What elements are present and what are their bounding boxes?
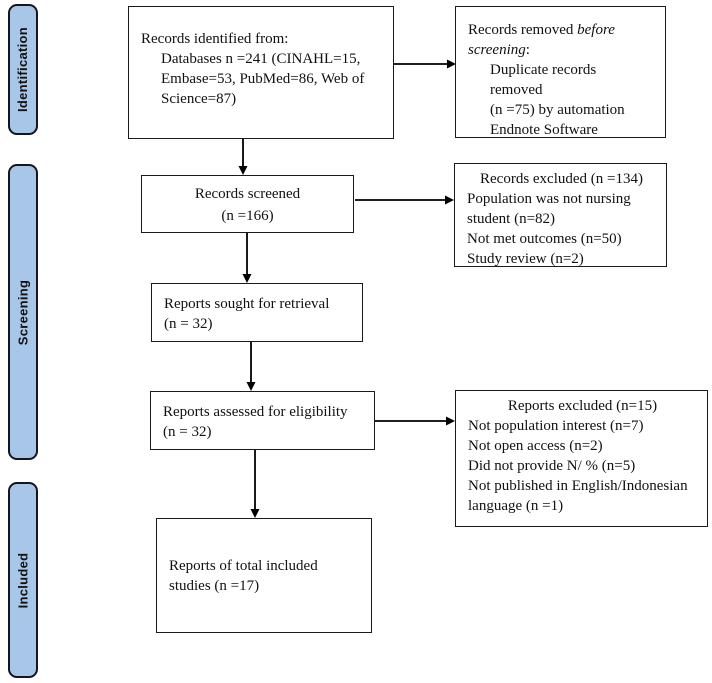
reports-excluded-title: Reports excluded (n=15) [507, 398, 658, 414]
arrow-identified-to-screened [238, 139, 248, 175]
records-screened-box: Records screened(n =166) [141, 175, 354, 233]
records-excluded-box: Records excluded (n =134) Population was… [454, 163, 667, 267]
reports-assessed-box: Reports assessed for eligibility(n = 32) [150, 391, 375, 450]
stage-included-label: Included [15, 552, 31, 608]
stage-included: Included [8, 482, 38, 678]
arrow-screened-to-sought [242, 233, 252, 283]
stage-identification-label: Identification [15, 26, 31, 113]
records-identified-title: Records identified from: [141, 31, 289, 47]
records-identified-details: Databases n =241 (CINAHL=15,Embase=53, P… [161, 51, 365, 107]
arrow-identified-to-removed [394, 59, 456, 69]
arrow-sought-to-assessed [246, 342, 256, 391]
arrow-assessed-to-included [250, 450, 260, 518]
records-excluded-title: Records excluded (n =134) [480, 171, 643, 187]
stage-identification: Identification [8, 4, 38, 135]
reports-excluded-box: Reports excluded (n=15) Not population i… [455, 390, 708, 527]
reports-sought-box: Reports sought for retrieval(n = 32) [151, 283, 363, 342]
arrow-screened-to-excluded [355, 195, 454, 205]
reports-excluded-details: Not population interest (n=7)Not open ac… [468, 418, 688, 514]
records-identified-box: Records identified from: Databases n =24… [128, 6, 394, 139]
stage-screening: Screening [8, 164, 38, 460]
stage-screening-label: Screening [15, 279, 31, 345]
arrow-assessed-to-excluded [375, 416, 455, 426]
